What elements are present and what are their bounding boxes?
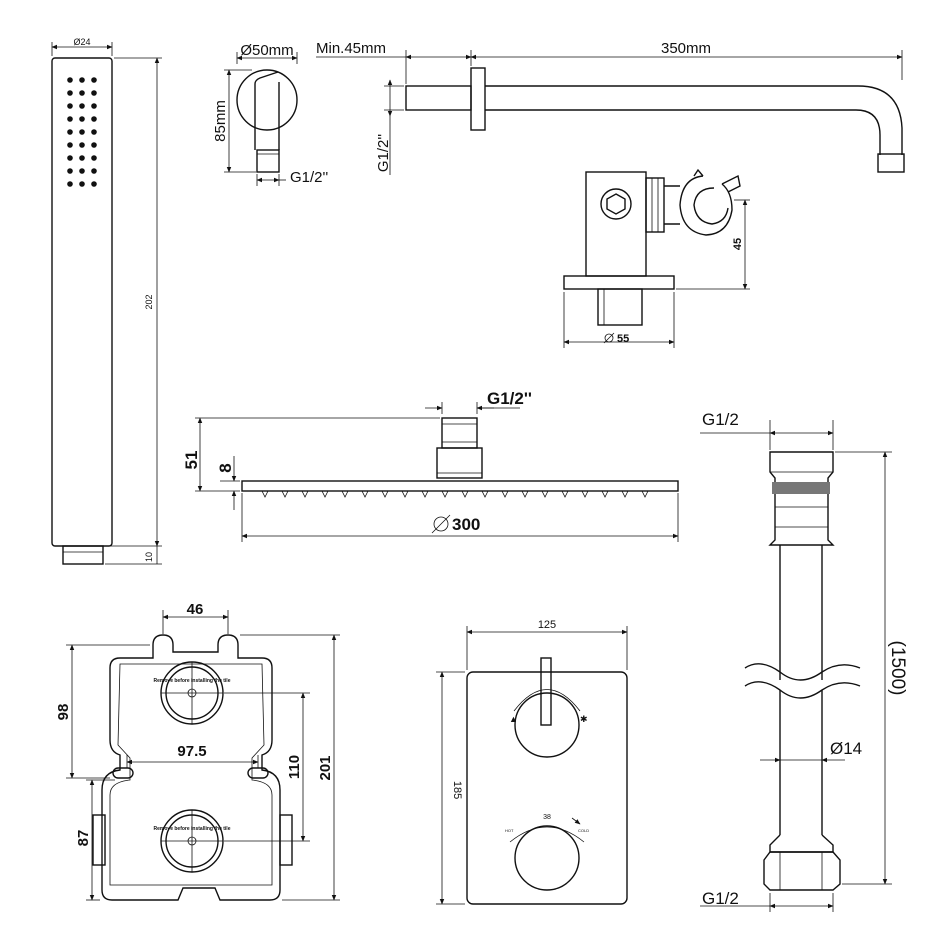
trim-temp-label: 38 [543, 814, 551, 821]
trim-plate: ▲ ✱ 38 HOT COLD 125 185 [436, 619, 628, 905]
valve-spacing-label: 97.5 [177, 743, 206, 760]
handshower-diameter-label: Ø24 [73, 37, 90, 47]
hose-top-thread-label: G1/2 [702, 410, 739, 429]
shower-hose: G1/2 (1500) Ø14 G1/2 [700, 410, 908, 912]
head-diameter-label: 300 [452, 515, 480, 534]
rain-nozzles [261, 490, 649, 498]
handshower-bottom-label: 10 [144, 552, 154, 562]
elbow-diameter-label: Ø50mm [240, 42, 293, 59]
arm-min-label: Min.45mm [316, 40, 386, 57]
head-diameter-symbol [431, 514, 451, 534]
trim-right-symbol: ✱ [580, 714, 588, 724]
arm-length-label: 350mm [661, 40, 711, 57]
valve-width-top-label: 46 [187, 601, 204, 618]
hose-diameter-label: Ø14 [830, 739, 862, 758]
holder-diameter-label: 55 [617, 333, 629, 345]
head-height-label: 51 [182, 451, 201, 470]
spray-nozzles [67, 77, 97, 187]
valve-lower-label: Remove before installing the tile [154, 826, 231, 832]
head-thickness-label: 8 [216, 463, 235, 472]
valve-height-201-label: 201 [317, 755, 334, 780]
hose-bottom-thread-label: G1/2 [702, 889, 739, 908]
head-thread-label: G1/2'' [487, 389, 532, 408]
shower-arm: Min.45mm 350mm G1/2'' [316, 40, 905, 175]
trim-hot-label: HOT [505, 828, 514, 833]
valve-height-87-label: 87 [75, 830, 92, 847]
hose-length-label: (1500) [887, 641, 908, 696]
holder-diameter-symbol [603, 332, 615, 344]
trim-width-label: 125 [538, 619, 556, 631]
trim-height-label: 185 [451, 781, 463, 799]
elbow-height-label: 85mm [212, 100, 229, 142]
trim-left-symbol: ▲ [509, 714, 518, 724]
rain-shower-head: G1/2'' 51 8 300 [182, 389, 679, 542]
handshower-length-label: 202 [144, 294, 154, 309]
valve-body: Remove before installing the tile Remove… [55, 601, 340, 901]
arm-thread-label: G1/2'' [375, 134, 392, 172]
trim-cold-label: COLD [578, 828, 589, 833]
hand-shower-holder: 55 45 [563, 168, 750, 348]
valve-upper-label: Remove before installing the tile [154, 678, 231, 684]
wall-elbow: Ø50mm 85mm G1/2'' [212, 42, 328, 186]
hose-top-thread-fill [772, 482, 830, 494]
valve-height-98-label: 98 [55, 704, 72, 721]
elbow-thread-label: G1/2'' [290, 169, 328, 186]
valve-height-110-label: 110 [286, 755, 303, 779]
holder-height-label: 45 [732, 238, 744, 250]
hand-shower: Ø24 202 10 [51, 37, 162, 565]
